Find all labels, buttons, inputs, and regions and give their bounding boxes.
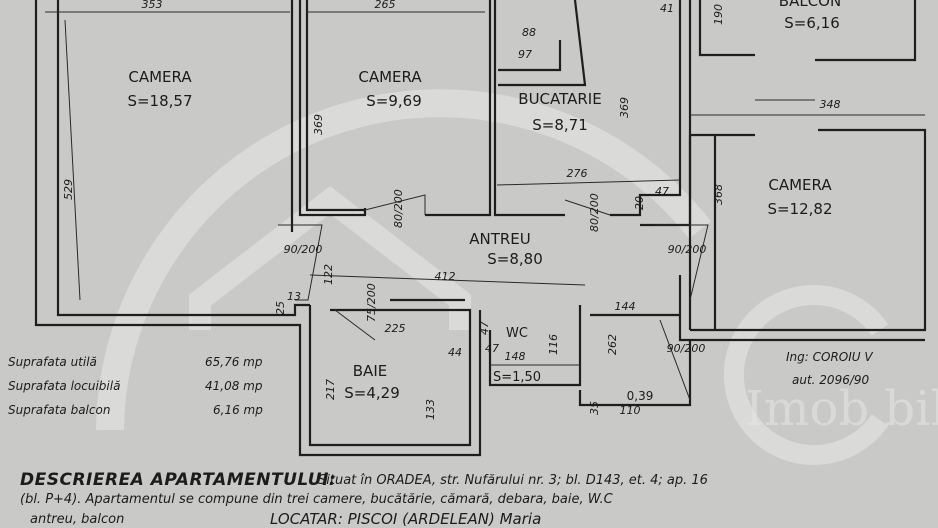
- dimension-label: 148: [505, 350, 526, 363]
- dimension-label: 90/200: [667, 342, 706, 355]
- dimension-label: 225: [385, 322, 406, 335]
- dimension-label: 90/200: [668, 243, 707, 256]
- summary-label: Suprafata locuibilă: [8, 379, 121, 393]
- room-camera-1-area: S=18,57: [127, 92, 192, 110]
- dimension-label: 97: [518, 48, 532, 61]
- room-wc-label: WC: [506, 326, 528, 341]
- door-labels: 90/200 90/200 90/200 80/200 80/200 75/20…: [284, 189, 707, 355]
- dimension-label: 47: [655, 185, 669, 198]
- dimension-label: 348: [820, 98, 841, 111]
- room-baie-label: BAIE: [353, 362, 387, 380]
- dimension-label: 122: [322, 264, 335, 285]
- room-antreu-label: ANTREU: [469, 230, 531, 248]
- room-camera-4-area: S=12,82: [767, 200, 832, 218]
- summary-value: 6,16 mp: [213, 403, 263, 417]
- room-balcon-label: BALCON: [779, 0, 841, 10]
- dimension-label: 353: [142, 0, 163, 11]
- room-bucatarie-area: S=8,71: [532, 116, 588, 134]
- description-title: DESCRIEREA APARTAMENTULUI:: [20, 470, 337, 490]
- description-line-1: Situat în ORADEA, str. Nufărului nr. 3; …: [318, 473, 708, 488]
- dimension-label: 368: [712, 184, 725, 205]
- dimension-label: 25: [274, 301, 287, 315]
- room-bucatarie-label: BUCATARIE: [518, 90, 601, 108]
- dimension-label: 529: [62, 179, 75, 200]
- summary-value: 65,76 mp: [205, 355, 263, 369]
- description-line-3: antreu, balcon: [30, 512, 125, 527]
- room-camera-1-label: CAMERA: [128, 68, 192, 86]
- engineer-name: Ing: COROIU V: [786, 350, 873, 364]
- dimension-label: 47: [478, 321, 491, 335]
- dimension-label: 80/200: [588, 193, 601, 232]
- dimension-label: 369: [618, 97, 631, 118]
- room-balcon-area: S=6,16: [784, 14, 840, 32]
- dimension-label: 133: [424, 399, 437, 420]
- dimension-label: 116: [547, 334, 560, 355]
- room-camera-4-label: CAMERA: [768, 176, 832, 194]
- dimension-label: 35: [588, 401, 601, 415]
- dimension-label: 144: [615, 300, 636, 313]
- dimension-label: 262: [606, 334, 619, 355]
- engineer-authorization: aut. 2096/90: [792, 373, 870, 387]
- room-camera-2-area: S=9,69: [366, 92, 422, 110]
- dimension-label: 276: [567, 167, 588, 180]
- tenant: LOCATAR: PISCOI (ARDELEAN) Maria: [270, 510, 542, 528]
- dimension-label: 265: [375, 0, 396, 11]
- dimension-label: 44: [448, 346, 462, 359]
- summary-label: Suprafata balcon: [8, 403, 111, 417]
- dimension-label: 41: [660, 2, 674, 15]
- dimension-label: 13: [287, 290, 301, 303]
- dimension-label: 190: [712, 4, 725, 25]
- watermark-text: Imob bil: [745, 381, 938, 437]
- summary-value: 41,08 mp: [205, 379, 263, 393]
- door-swings: [278, 99, 815, 401]
- description-line-2: (bl. P+4). Apartamentul se compune din t…: [20, 492, 613, 507]
- room-camera-2-label: CAMERA: [358, 68, 422, 86]
- dimension-labels: 353 265 88 97 41 190 348 369 369 529 368…: [62, 0, 841, 420]
- dimension-label: 90/200: [284, 243, 323, 256]
- dimension-label: 88: [522, 26, 536, 39]
- room-debara-area: 0,39: [627, 389, 654, 403]
- dimension-label: 412: [435, 270, 456, 283]
- room-baie-area: S=4,29: [344, 384, 400, 402]
- dimension-label: 217: [324, 379, 337, 400]
- room-antreu-area: S=8,80: [487, 250, 543, 268]
- dimension-label: 75/200: [365, 283, 378, 322]
- dimension-label: 110: [620, 404, 641, 417]
- dimension-label: 47: [485, 342, 499, 355]
- room-wc-area: S=1,50: [493, 370, 541, 385]
- dimension-lines: [45, 11, 925, 366]
- dimension-label: 369: [312, 114, 325, 135]
- summary-label: Suprafata utilă: [8, 355, 97, 369]
- dimension-label: 20: [633, 196, 646, 210]
- dimension-label: 80/200: [392, 189, 405, 228]
